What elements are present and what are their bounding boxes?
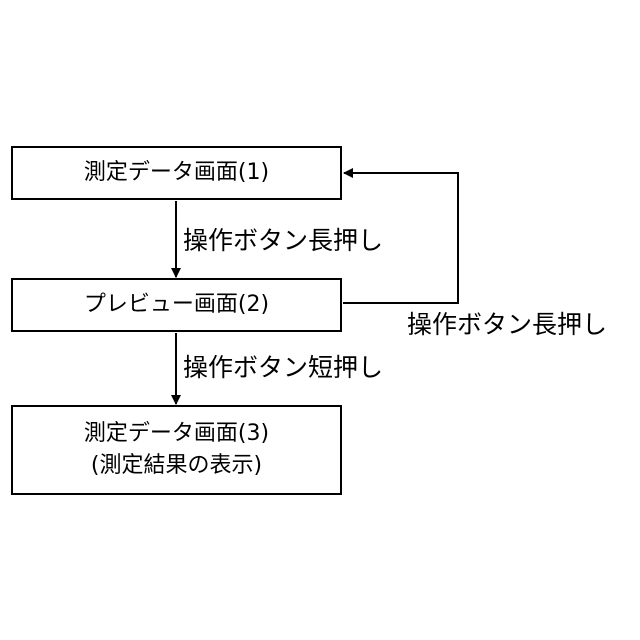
preview-screen-2-box: プレビュー画面(2): [11, 278, 342, 332]
measure-screen-3-sublabel: (測定結果の表示): [91, 450, 262, 482]
measure-screen-3-label: 測定データ画面(3): [84, 418, 269, 450]
long-press-down-label: 操作ボタン長押し: [183, 228, 383, 253]
measure-screen-1-label: 測定データ画面(1): [84, 157, 269, 189]
measure-screen-1-box: 測定データ画面(1): [11, 146, 342, 200]
preview-screen-2-label: プレビュー画面(2): [84, 289, 269, 321]
measure-screen-3-box: 測定データ画面(3) (測定結果の表示): [11, 405, 342, 495]
short-press-down-label: 操作ボタン短押し: [183, 355, 383, 380]
long-press-back-label: 操作ボタン長押し: [407, 312, 607, 337]
